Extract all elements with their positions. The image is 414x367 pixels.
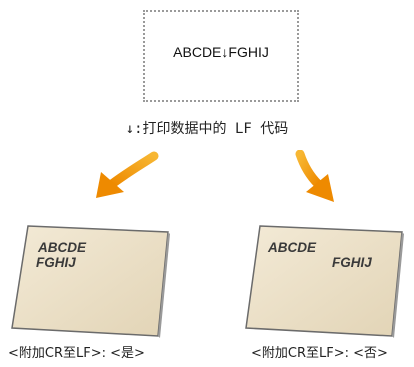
paper-right-line2: FGHIJ [332, 255, 372, 270]
arrow-right-icon [295, 150, 334, 202]
label-add-cr-yes: <附加CR至LF>: <是> [8, 346, 145, 361]
paper-left-line1: ABCDE [38, 240, 87, 255]
paper-right-line1: ABCDE [268, 240, 317, 255]
arrow-left-icon [96, 151, 159, 198]
lf-code-caption: ↓:打印数据中的 LF 代码 [125, 121, 289, 137]
source-data-text: ABCDE↓FGHIJ [173, 44, 269, 60]
printed-paper-right [245, 225, 404, 338]
paper-left-line2: FGHIJ [36, 255, 76, 270]
label-add-cr-no: <附加CR至LF>: <否> [251, 346, 388, 361]
branch-arrows [96, 150, 334, 202]
printed-paper-left [11, 225, 170, 338]
source-data-box [143, 10, 299, 102]
